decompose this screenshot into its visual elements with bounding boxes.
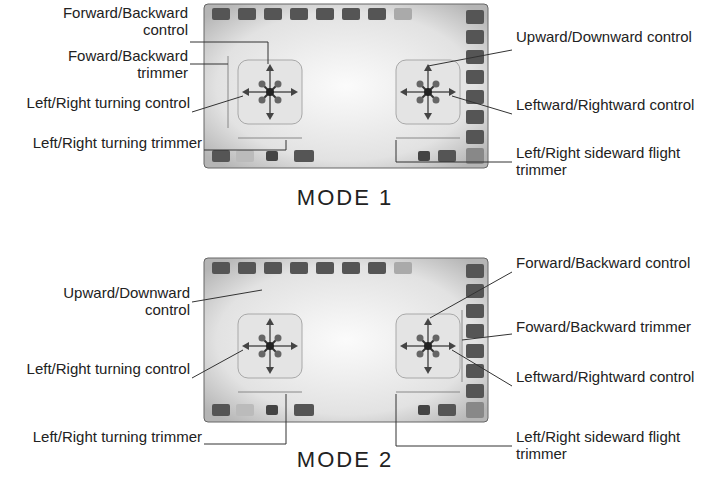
callout-label: Left/Right turning trimmer <box>20 134 202 151</box>
callout-label: Left/Right turning trimmer <box>20 428 202 445</box>
callout-label: Foward/Backward trimmer <box>516 318 696 335</box>
callout-label: Leftward/Rightward control <box>516 96 696 113</box>
callout-label: Leftward/Rightward control <box>516 368 696 385</box>
callout-label: Forward/Backward control <box>516 254 696 271</box>
callout-label: Left/Right sideward flight trimmer <box>516 144 696 178</box>
callout-label: Left/Right turning control <box>20 360 190 377</box>
callout-label: Foward/Backward trimmer <box>20 47 188 81</box>
leader-lines <box>190 42 512 446</box>
callout-label: Left/Right turning control <box>20 94 190 111</box>
callout-label: Forward/Backward control <box>20 4 188 38</box>
mode-caption: MODE 1 <box>245 185 445 211</box>
callout-label: Upward/Downward control <box>20 284 190 318</box>
callout-label: Left/Right sideward flight trimmer <box>516 428 696 462</box>
callout-label: Upward/Downward control <box>516 28 696 45</box>
mode-caption: MODE 2 <box>245 447 445 473</box>
